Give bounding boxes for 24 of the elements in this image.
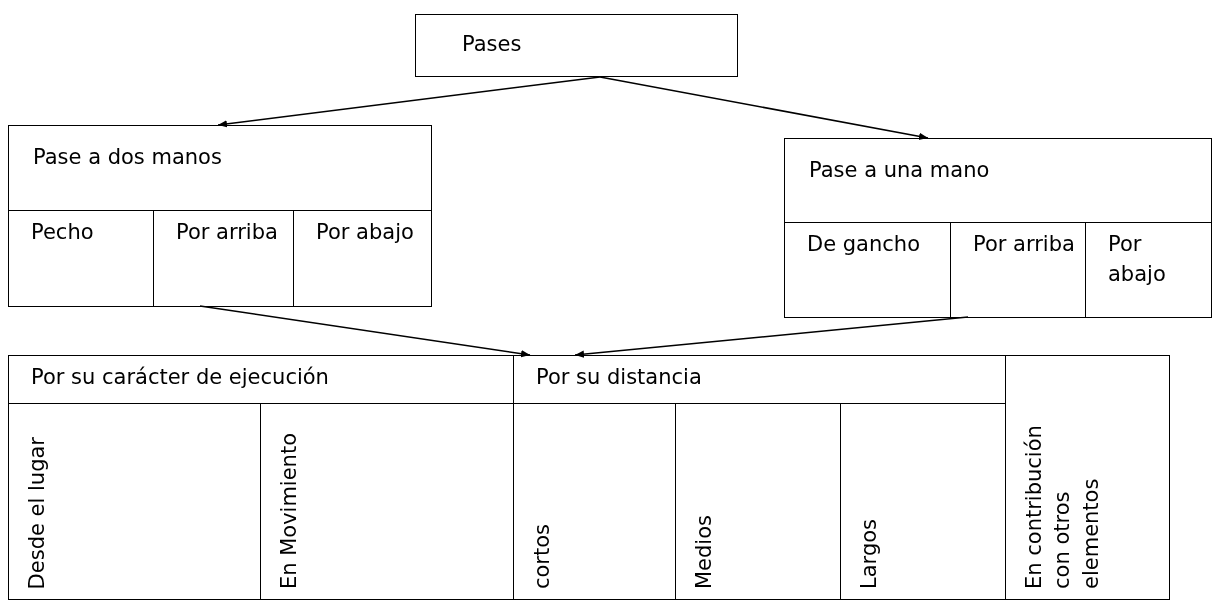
arrow bbox=[574, 316, 969, 358]
table-cell: En Movimiento bbox=[261, 403, 514, 599]
table-cell: Por su carácter de ejecución bbox=[9, 356, 514, 403]
table-cell: Por abajo bbox=[294, 210, 431, 306]
table-cell: Por arriba bbox=[951, 222, 1086, 317]
category-table bbox=[784, 138, 1212, 318]
category-table bbox=[8, 355, 1170, 600]
table-cell: Desde el lugar bbox=[9, 403, 261, 599]
table-cell: Pecho bbox=[9, 210, 154, 306]
arrow bbox=[217, 76, 601, 128]
table-heading: Pase a dos manos bbox=[33, 144, 222, 171]
table-heading: Pase a una mano bbox=[809, 157, 990, 184]
table-cell: Por arriba bbox=[154, 210, 294, 306]
table-cell: cortos bbox=[514, 403, 676, 599]
table-cell: En contribución con otros elementos bbox=[1006, 356, 1169, 599]
arrow bbox=[199, 305, 531, 358]
table-cell: Largos bbox=[841, 403, 1006, 599]
table-cell: De gancho bbox=[785, 222, 951, 317]
arrow bbox=[599, 76, 929, 140]
table-cell: Por abajo bbox=[1086, 222, 1211, 317]
process-box: Pases bbox=[415, 14, 738, 77]
table-cell: Medios bbox=[676, 403, 841, 599]
category-table bbox=[8, 125, 432, 307]
table-cell: Por su distancia bbox=[514, 356, 1006, 403]
